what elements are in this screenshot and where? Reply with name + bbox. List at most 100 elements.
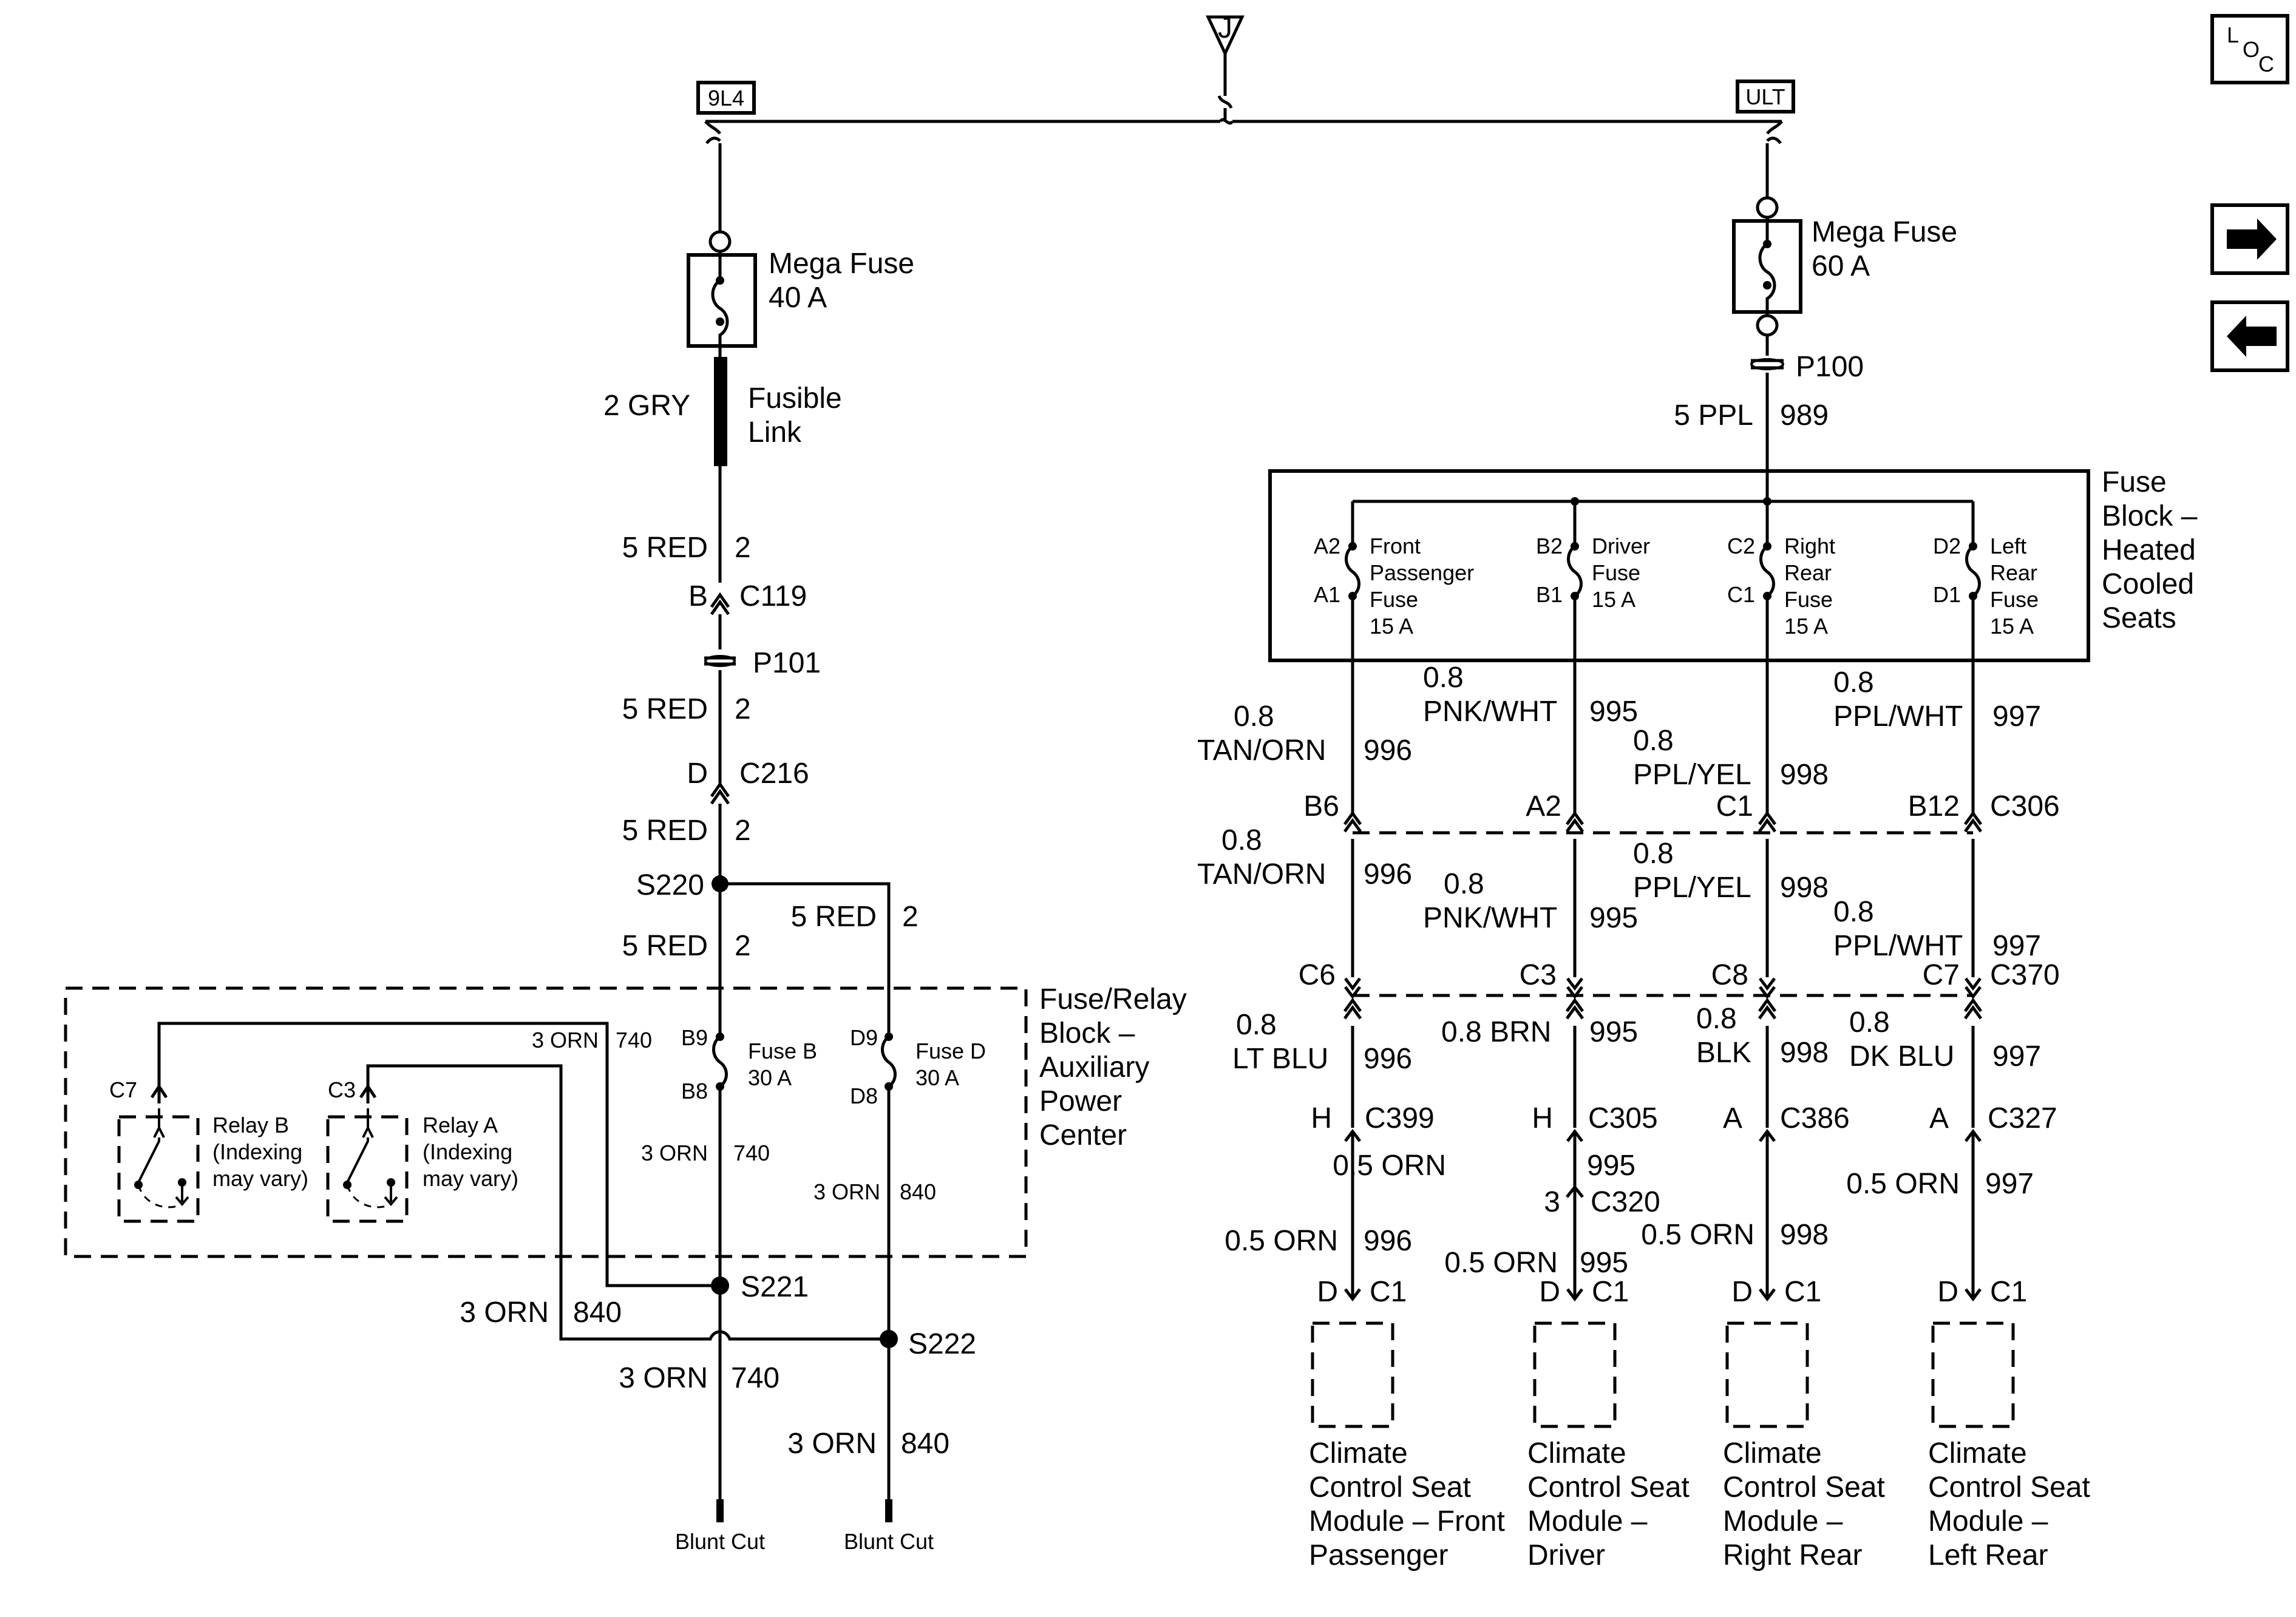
fuse-block-label-2: Block – — [2102, 500, 2198, 532]
wire-circuit: 998 — [1780, 1219, 1829, 1251]
fuse-label: Driver — [1592, 534, 1650, 558]
fuse-terminal — [1763, 592, 1771, 600]
internal-wire-circuit: 840 — [900, 1179, 936, 1204]
wire-size: 0.8 — [1423, 662, 1464, 694]
c306-pin: C1 — [1716, 790, 1753, 822]
module-label: Right Rear — [1723, 1539, 1862, 1571]
module-label: Climate — [1723, 1437, 1822, 1470]
wire-circuit: 840 — [573, 1297, 622, 1329]
c370-pin: C7 — [1923, 959, 1960, 991]
fuse-block-label-1: Fuse — [2102, 466, 2167, 498]
fuse-d-bottom-pin: D8 — [850, 1083, 878, 1108]
fuse-label: Fuse — [1592, 560, 1640, 585]
fuse-b-label-1: Fuse B — [748, 1039, 817, 1063]
fuse-top-pin: C2 — [1727, 534, 1755, 558]
prev-arrow-button[interactable] — [2210, 300, 2289, 372]
module-label: Climate — [1309, 1437, 1408, 1470]
fuse-top-pin: A2 — [1314, 534, 1340, 558]
module-pin: D — [1731, 1276, 1753, 1308]
fuse-b-bottom-pin: B8 — [681, 1079, 708, 1103]
connector-pin: H — [1532, 1102, 1553, 1134]
connector-arrow — [1566, 977, 1583, 991]
fuse-terminal — [1348, 592, 1357, 600]
climate-seat-module — [1311, 1321, 1394, 1428]
c320-pin: 3 — [1544, 1186, 1560, 1218]
fuse-label: Fuse — [1990, 587, 2039, 612]
c306-pin: B6 — [1303, 790, 1339, 822]
wire-circuit: 998 — [1780, 759, 1829, 791]
heated-cooled-seats-fuse-block — [1268, 469, 2090, 662]
internal-wire-circuit: 740 — [733, 1141, 770, 1165]
fuse-relay-block-label-5: Center — [1039, 1119, 1127, 1151]
next-arrow-button[interactable] — [2210, 203, 2289, 275]
internal-wire-circuit: 740 — [616, 1028, 652, 1053]
loc-button[interactable]: L O C — [2210, 14, 2289, 84]
p101-label: P101 — [753, 647, 821, 679]
fuse-label: Right — [1784, 534, 1835, 558]
connector-arrow — [1343, 997, 1362, 1020]
wire-size: 0.8 — [1234, 700, 1274, 733]
module-connector-label: C1 — [1370, 1276, 1407, 1308]
wire-color: 0.5 ORN — [1444, 1247, 1558, 1279]
wire-color: 3 ORN — [787, 1428, 877, 1460]
fuse-label: Passenger — [1370, 560, 1474, 585]
fuse-bottom-pin: B1 — [1536, 582, 1563, 607]
wire-size: 0.8 — [1833, 666, 1874, 699]
s221-label: S221 — [741, 1271, 809, 1303]
fuse-label: Rear — [1784, 560, 1832, 585]
fuse-label: 15 A — [1592, 587, 1635, 612]
connector-arrow — [1965, 977, 1982, 991]
module-label: Module – — [1527, 1505, 1648, 1537]
wire-color: 0.5 ORN — [1641, 1219, 1754, 1251]
wire-2gry: 2 GRY — [603, 390, 690, 422]
wire-circuit: 997 — [1992, 1040, 2041, 1073]
right-seat-circuits — [1311, 501, 2015, 1428]
climate-seat-module — [1533, 1321, 1617, 1428]
wire-color: PPL/WHT — [1833, 700, 1963, 733]
fuse-d-label-1: Fuse D — [915, 1039, 986, 1063]
right-feed-wire — [1732, 152, 1802, 504]
relay-b-label-1: Relay B — [212, 1113, 289, 1137]
wire-color: 5 RED — [622, 693, 708, 725]
fuse-top-pin: D2 — [1933, 534, 1961, 558]
wire-color: TAN/ORN — [1197, 734, 1326, 767]
c320-wire-color: 0.5 ORN — [1333, 1150, 1446, 1182]
internal-wire-color: 3 ORN — [813, 1179, 880, 1204]
seat-circuit-wire — [1759, 501, 1775, 813]
p100-label: P100 — [1796, 351, 1864, 383]
source-9l4-box: 9L4 — [696, 81, 756, 115]
fuse-b-top-pin: B9 — [681, 1025, 708, 1050]
wire-color: 0.5 ORN — [1224, 1225, 1338, 1257]
relay-wiring — [150, 1022, 889, 1341]
fuse-block-label-5: Seats — [2102, 602, 2176, 634]
right-arrow-icon — [2227, 219, 2277, 260]
module-label: Module – — [1928, 1505, 2048, 1537]
fuse-terminal — [1348, 542, 1357, 551]
source-ult-box: ULT — [1736, 80, 1795, 114]
wire-circuit: 2 — [735, 693, 751, 725]
module-label: Control Seat — [1309, 1471, 1471, 1503]
feed-wire-circuit: 989 — [1780, 399, 1829, 432]
fuse-relay-block-label-3: Auxiliary — [1039, 1051, 1149, 1083]
climate-seat-module — [1931, 1321, 2015, 1428]
fuse-terminal — [1969, 592, 1977, 600]
module-label: Control Seat — [1527, 1471, 1690, 1503]
seat-circuit-wire — [1345, 501, 1360, 813]
fusible-link-label-2: Link — [748, 416, 802, 449]
splices — [711, 1276, 898, 1522]
wire-size: 0.8 — [1221, 824, 1262, 856]
connector-pin: A — [1929, 1102, 1949, 1134]
fuse-terminal — [1571, 542, 1579, 551]
connector-arrow — [1565, 810, 1584, 833]
right-mega-fuse-label-1: Mega Fuse — [1812, 216, 1957, 248]
seat-circuit-wire — [1965, 1128, 1982, 1299]
fusible-link-label-1: Fusible — [748, 382, 842, 415]
fuse-label: Fuse — [1370, 587, 1418, 612]
wire-circuit: 2 — [735, 930, 751, 962]
wire-size: 0.8 — [1833, 896, 1874, 928]
right-mega-fuse-label-2: 60 A — [1812, 250, 1870, 282]
connector-arrow — [1344, 1288, 1361, 1302]
wire-circuit: 2 — [735, 815, 751, 847]
top-bus — [704, 15, 1783, 152]
